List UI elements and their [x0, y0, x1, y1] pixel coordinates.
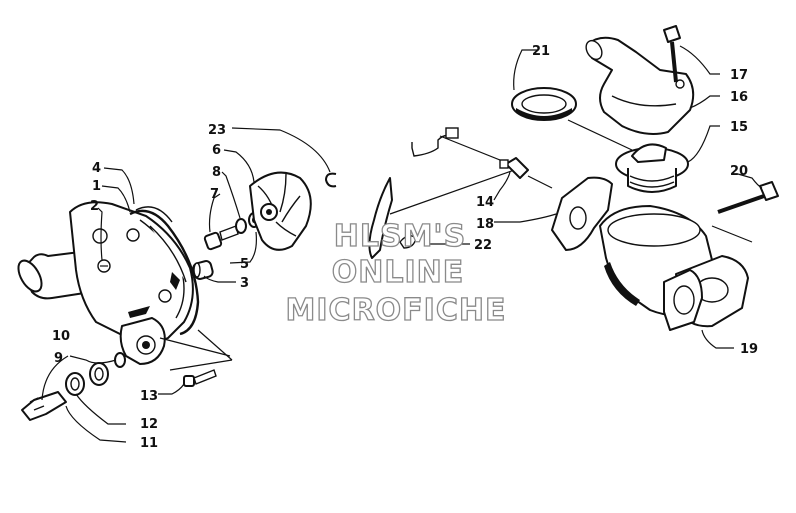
outlet-gasket: [663, 255, 749, 331]
callout-20: 20: [730, 164, 748, 179]
impeller: [249, 171, 312, 251]
bolt-20: [717, 181, 779, 214]
callout-7: 7: [210, 187, 219, 202]
bushing: [192, 260, 214, 280]
callout-8: 8: [212, 165, 221, 180]
screw-2: [97, 259, 111, 273]
screw-13: [183, 369, 217, 387]
watermark-line-2: ONLINE: [332, 255, 465, 290]
callout-9: 9: [54, 351, 63, 366]
thermostat-cover: [585, 36, 695, 135]
callout-10: 10: [52, 329, 70, 344]
o-ring: [129, 209, 200, 336]
thermostat: [615, 143, 689, 193]
washer-10: [114, 352, 126, 368]
callout-14: 14: [476, 195, 494, 210]
callout-15: 15: [730, 120, 748, 135]
callout-6: 6: [212, 143, 221, 158]
cable-tie: [368, 177, 393, 259]
callout-13: 13: [140, 389, 158, 404]
callout-4: 4: [92, 161, 101, 176]
callout-23: 23: [208, 123, 226, 138]
drain-fitting: [21, 391, 67, 421]
callout-18: 18: [476, 217, 494, 232]
callout-11: 11: [140, 436, 158, 451]
callout-19: 19: [740, 342, 758, 357]
callout-1: 1: [92, 179, 101, 194]
callout-5: 5: [240, 257, 249, 272]
callout-2: 2: [90, 199, 99, 214]
callout-17: 17: [730, 68, 748, 83]
callout-21: 21: [532, 44, 550, 59]
watermark-line-3: MICROFICHE: [286, 293, 507, 328]
cap-bolt: [203, 225, 239, 251]
retaining-clip: [324, 172, 337, 188]
callout-22: 22: [474, 238, 492, 253]
callouts: 4 1 2 23 6 8 7 5 3 10 9 13 12 11 14 18 2…: [52, 44, 758, 451]
callout-16: 16: [730, 90, 748, 105]
seal-ring: [511, 87, 577, 121]
watermark-line-1: HLSM'S: [334, 219, 466, 254]
nipple-fitting: [499, 157, 529, 179]
callout-12: 12: [140, 417, 158, 432]
bolt-17: [663, 25, 681, 83]
watermark: HLSM'S ONLINE MICROFICHE: [285, 218, 507, 328]
callout-3: 3: [240, 276, 249, 291]
